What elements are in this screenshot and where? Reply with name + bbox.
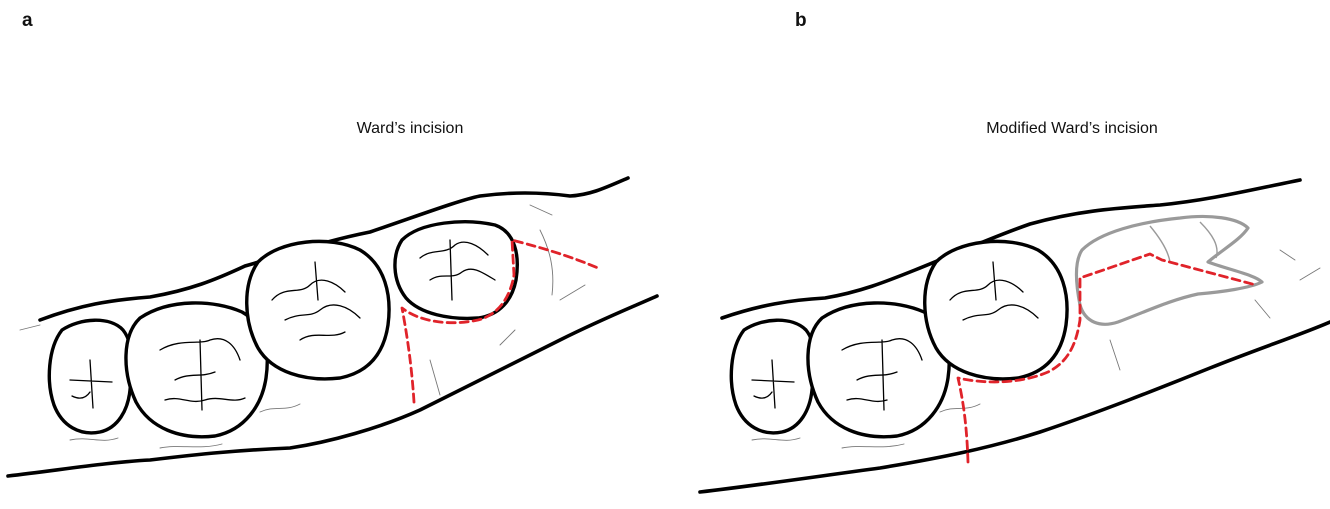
panel-b-drawing <box>700 180 1330 492</box>
panel-a-premolar-2 <box>126 303 267 437</box>
panel-a-molar-2 <box>395 222 517 319</box>
panel-b-molar-1 <box>925 241 1067 378</box>
panel-a-drawing <box>8 178 657 476</box>
panel-a-molar-1 <box>247 241 389 378</box>
